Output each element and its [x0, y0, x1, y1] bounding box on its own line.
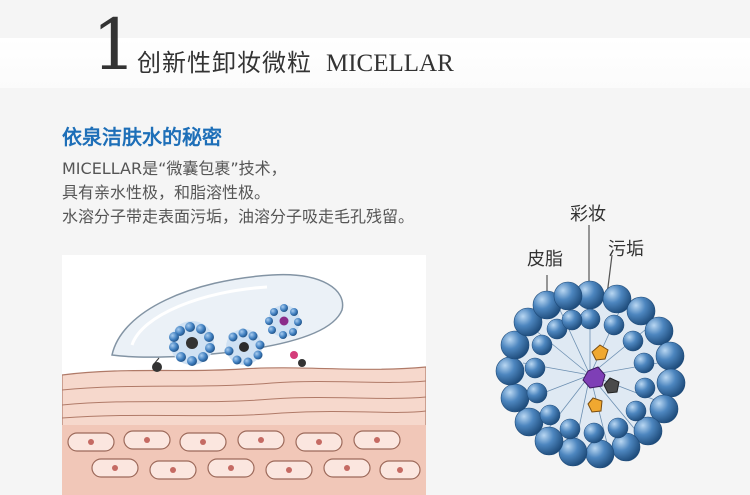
title-banner	[0, 38, 750, 88]
label-sebum: 皮脂	[527, 249, 563, 270]
skin-cleansing-illustration	[62, 255, 426, 495]
section-number: 1	[92, 4, 137, 86]
label-dirt: 污垢	[608, 239, 644, 260]
description-line-3: 水溶分子带走表面污垢，油溶分子吸走毛孔残留。	[62, 207, 415, 226]
page-title: 创新性卸妆微粒 MICELLAR	[137, 47, 454, 80]
label-makeup: 彩妆	[570, 204, 606, 225]
page-title-english: MICELLAR	[326, 50, 454, 77]
micelle-diagram	[495, 225, 686, 469]
description-line-2: 具有亲水性极，和脂溶性极。	[62, 183, 271, 202]
section-heading: 依泉洁肤水的秘密	[62, 125, 222, 149]
page-title-chinese: 创新性卸妆微粒	[137, 49, 312, 77]
description-line-1: MICELLAR是“微囊包裹”技术，	[62, 159, 287, 178]
description-block: MICELLAR是“微囊包裹”技术， 具有亲水性极，和脂溶性极。 水溶分子带走表…	[62, 157, 532, 229]
